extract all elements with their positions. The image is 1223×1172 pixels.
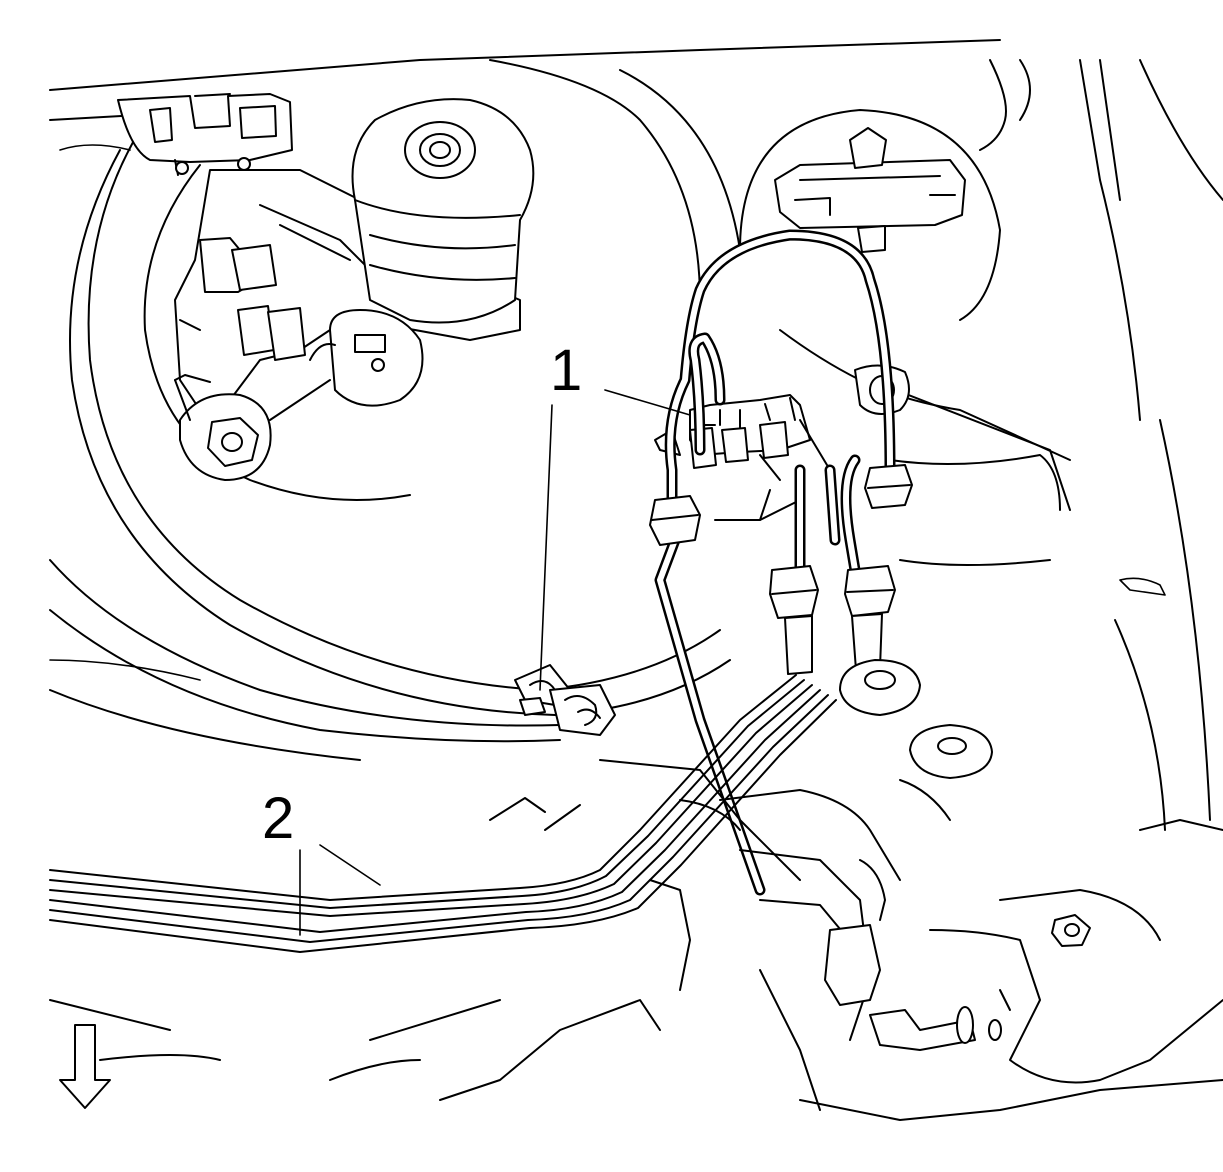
booster-mounting-nut [174,379,331,481]
brake-pipes [654,229,896,896]
leader-line-1b [539,404,553,691]
leader-lines [299,389,691,936]
arrow-down-icon [59,1024,111,1109]
grommet [839,659,993,779]
pipe-bundle [49,674,837,953]
callout-1: 1 [550,338,582,403]
fluid-reservoir [309,98,535,407]
pipe-clips [489,664,616,831]
lower-frame [49,759,1223,1121]
leader-line-2b [319,844,381,886]
leader-line-1 [604,389,691,416]
upper-connector [739,109,1001,321]
master-cylinder-bracket [117,93,293,176]
master-cylinder [174,169,521,411]
tube-nuts [649,464,913,675]
callout-2: 2 [262,786,294,851]
body-panel [49,39,1223,831]
